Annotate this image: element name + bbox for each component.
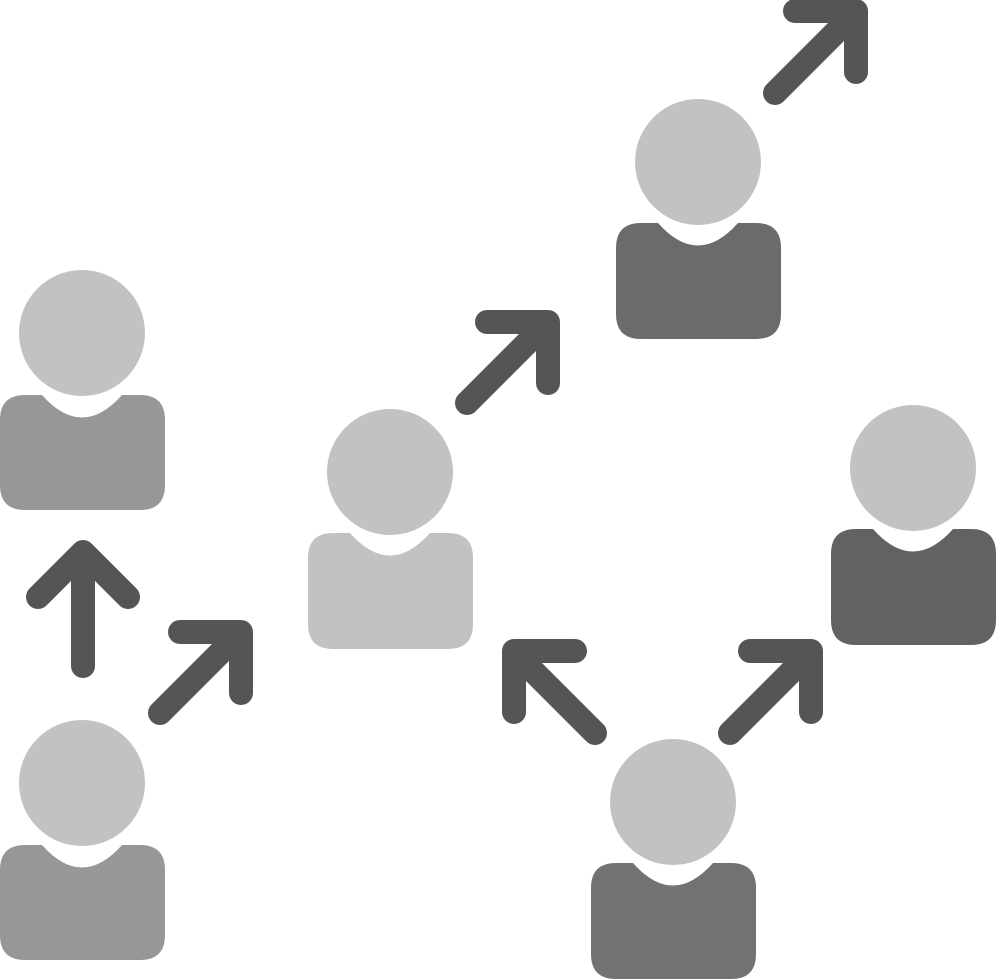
user-icon: [0, 720, 165, 960]
user-icon: [831, 405, 996, 645]
person-head: [635, 99, 761, 225]
person-body: [308, 533, 473, 649]
user-icon: [0, 270, 165, 510]
person-head: [850, 405, 976, 531]
user-icon: [616, 99, 781, 339]
person-body: [831, 529, 996, 645]
person-head: [19, 720, 145, 846]
arrow-up-right-icon: [148, 620, 253, 725]
person-body: [0, 395, 165, 510]
arrow-up-right-icon: [763, 0, 868, 105]
arrow-up-left-icon: [502, 639, 607, 745]
arrow-up-right-icon: [718, 639, 823, 745]
arrow-up-right-icon: [455, 310, 560, 415]
person-body: [616, 223, 781, 339]
arrow-up-icon: [26, 540, 140, 678]
person-head: [327, 409, 453, 535]
user-icon: [591, 739, 756, 979]
person-head: [19, 270, 145, 396]
person-head: [610, 739, 736, 865]
person-body: [0, 845, 165, 960]
user-icon: [308, 409, 473, 649]
person-body: [591, 863, 756, 979]
